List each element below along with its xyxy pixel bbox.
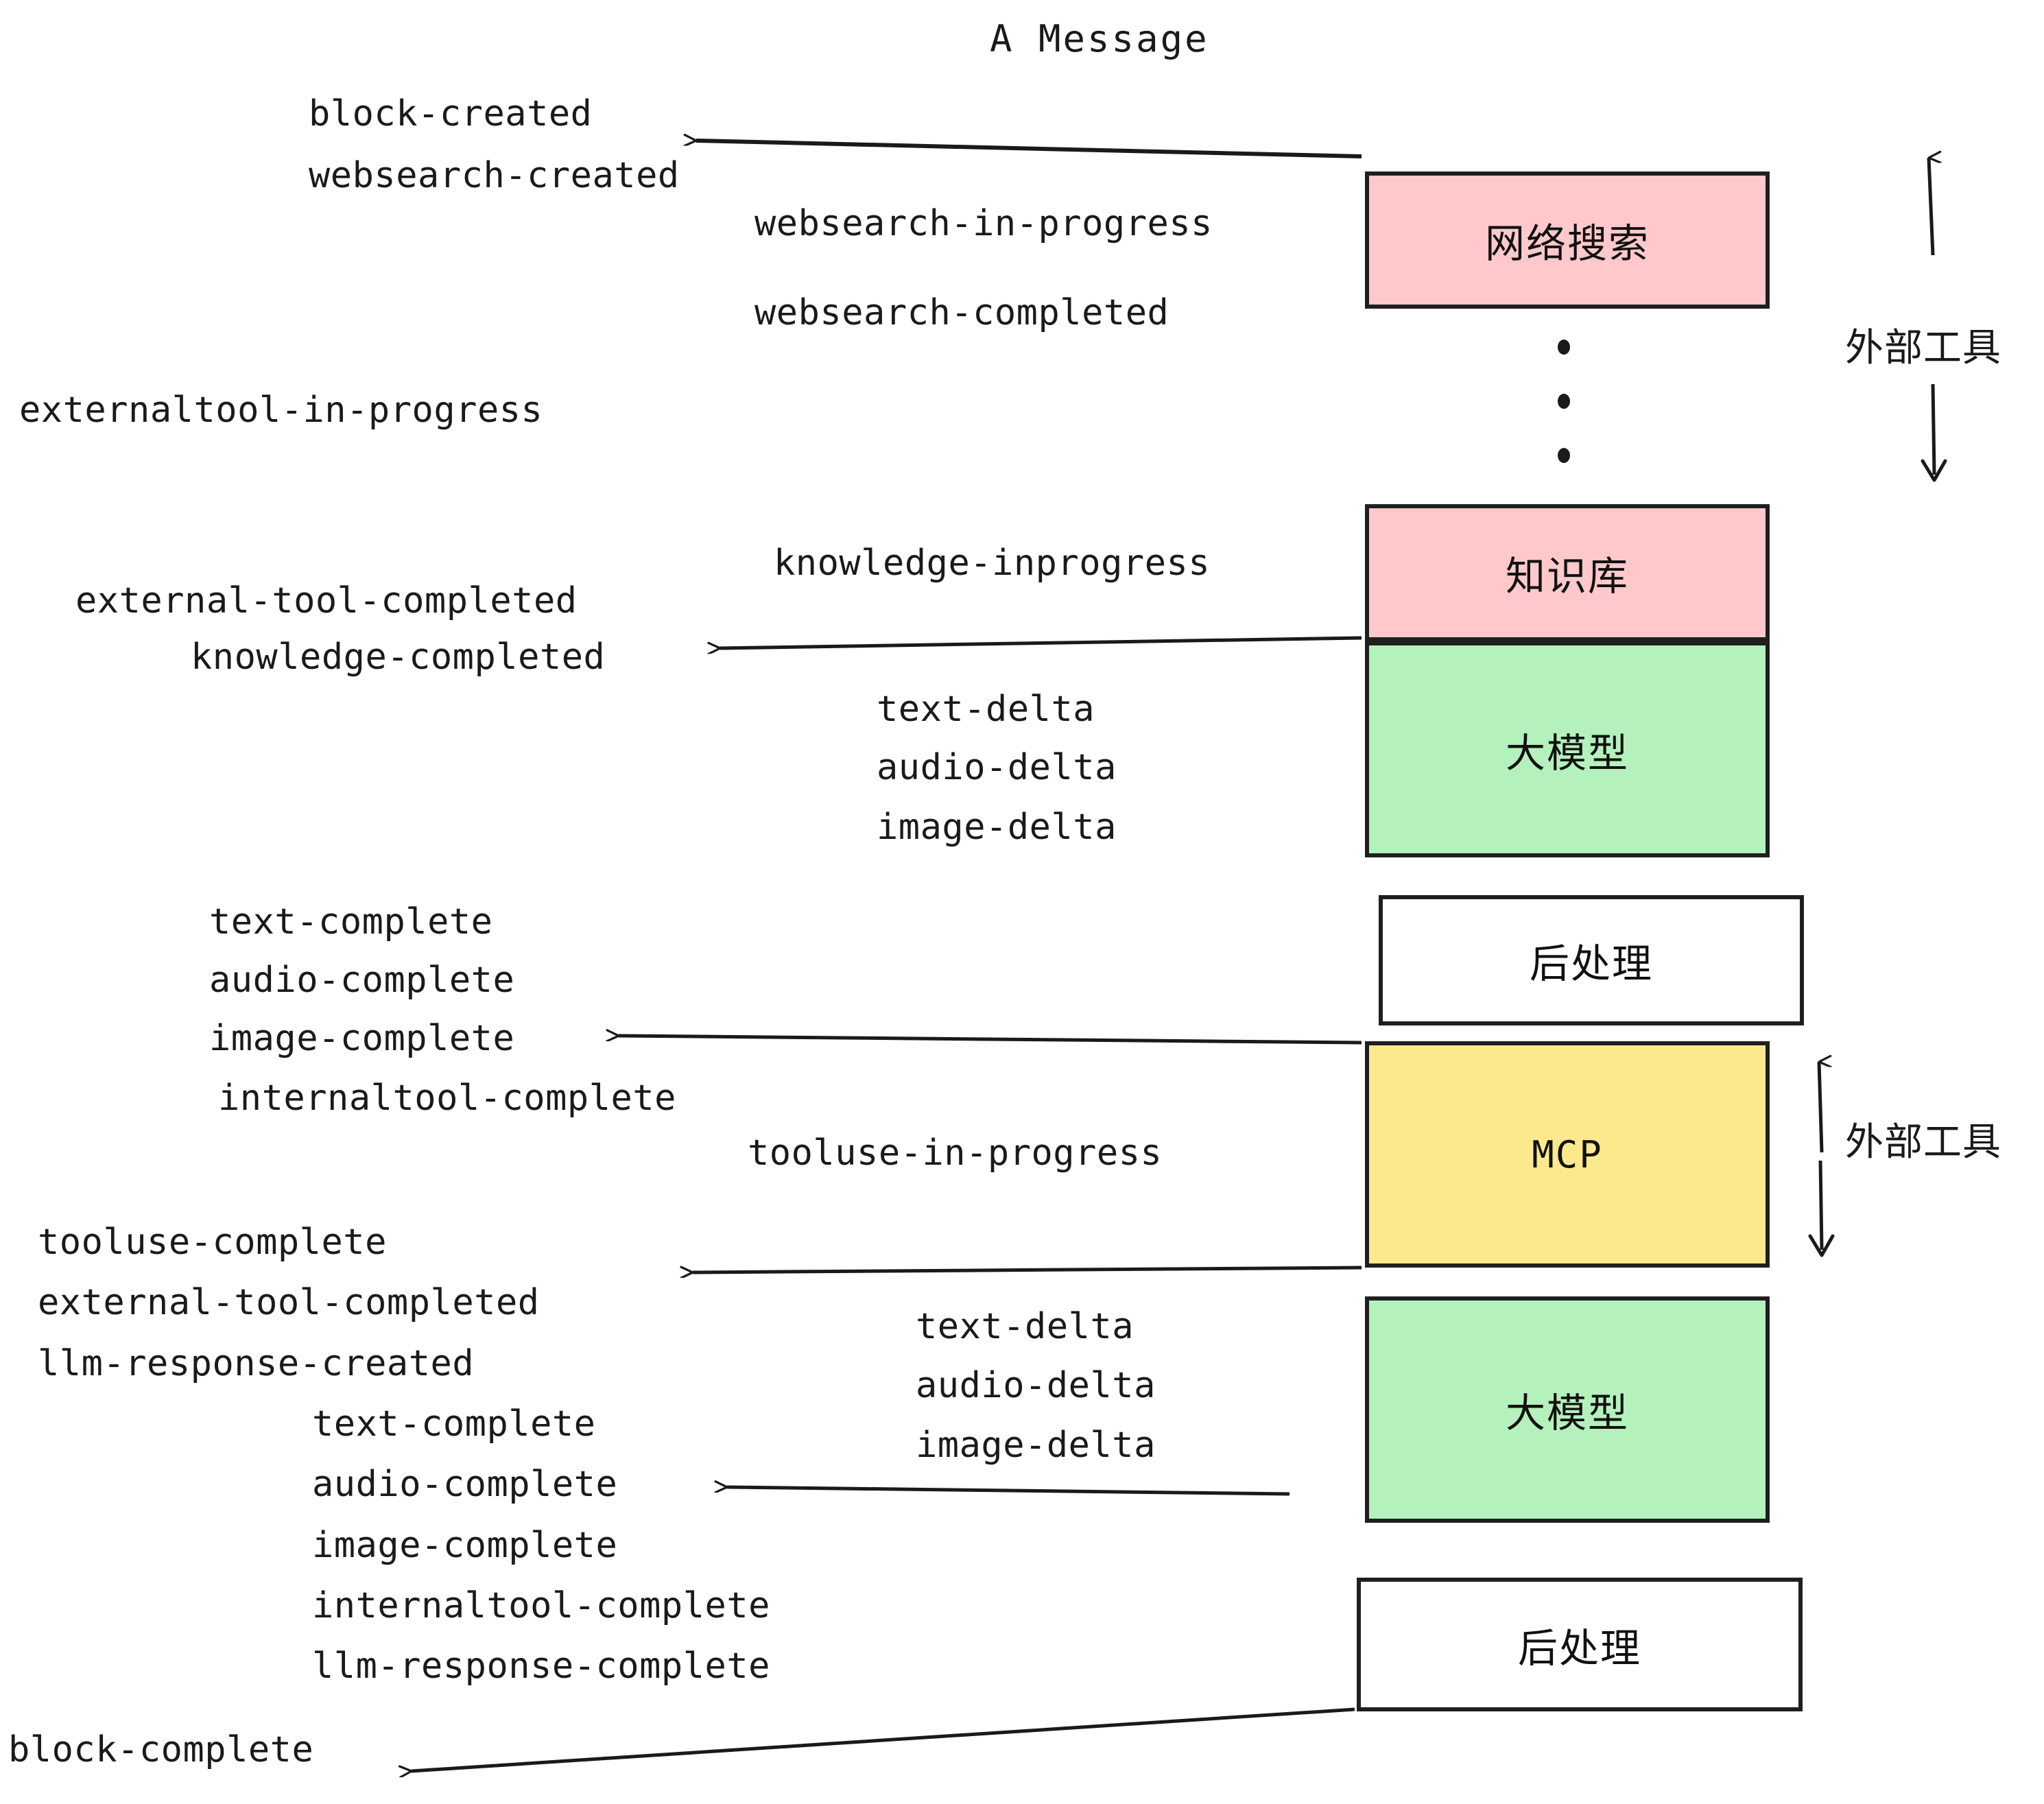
node-knowledge-label: 知识库 [1505, 553, 1629, 600]
event-block-created: block-created [309, 93, 593, 134]
event-websearch-created: websearch-created [309, 155, 680, 196]
external-tools-arrowhead-down-2 [1808, 1234, 1835, 1257]
event-knowledge-inprogress: knowledge-inprogress [774, 543, 1211, 584]
event-internaltool-complete-2: internaltool-complete [312, 1585, 770, 1626]
event-image-delta-2: image-delta [916, 1425, 1156, 1466]
node-post-processing-bottom-label: 后处理 [1517, 1624, 1641, 1672]
event-text-complete-1: text-complete [209, 901, 493, 942]
event-websearch-in-progress: websearch-in-progress [754, 203, 1213, 244]
event-websearch-completed: websearch-completed [754, 292, 1169, 333]
ellipsis-dot [1558, 394, 1570, 409]
event-audio-delta-1: audio-delta [877, 747, 1117, 788]
external-tools-arrow-up-1 [1927, 158, 1933, 256]
node-post-processing-bottom[interactable]: 后处理 [1357, 1578, 1803, 1711]
node-websearch-label: 网络搜索 [1484, 220, 1650, 267]
event-llm-response-complete: llm-response-complete [312, 1646, 770, 1687]
node-post-processing-top-label: 后处理 [1529, 940, 1653, 987]
event-knowledge-completed: knowledge-completed [191, 637, 606, 678]
event-text-delta-1: text-delta [877, 689, 1095, 730]
node-knowledge[interactable]: 知识库 [1365, 504, 1770, 641]
event-llm-response-created: llm-response-created [38, 1343, 475, 1384]
node-llm-top-label: 大模型 [1505, 729, 1629, 776]
event-external-tool-completed-2: external-tool-completed [38, 1282, 540, 1323]
arrow-mcp-to-tooluse-complete [693, 1266, 1362, 1272]
external-tools-arrow-down-2-path [1818, 1160, 1824, 1250]
node-llm-top[interactable]: 大模型 [1365, 641, 1770, 857]
event-text-complete-2: text-complete [312, 1403, 596, 1445]
arrow-post-to-block-complete [412, 1707, 1355, 1771]
ellipsis-dot [1558, 448, 1570, 463]
arrow-websearch-to-block [696, 141, 1362, 158]
ellipsis-dot [1558, 340, 1570, 355]
event-image-complete-1: image-complete [209, 1018, 515, 1059]
arrow-llm-bottom-to-audio-complete [727, 1487, 1290, 1496]
vertical-ellipsis [1557, 340, 1571, 463]
event-externaltool-in-progress: externaltool-in-progress [19, 390, 543, 431]
node-llm-bottom-label: 大模型 [1505, 1390, 1629, 1436]
external-tools-arrow-down-1-path [1931, 383, 1936, 475]
event-block-complete: block-complete [8, 1729, 314, 1770]
node-mcp[interactable]: MCP [1365, 1041, 1770, 1268]
event-text-delta-2: text-delta [916, 1306, 1134, 1347]
event-external-tool-completed-1: external-tool-completed [75, 580, 578, 621]
event-audio-delta-2: audio-delta [916, 1365, 1156, 1406]
side-label-external-tools-bottom: 外部工具 [1845, 1120, 2001, 1165]
node-websearch[interactable]: 网络搜索 [1365, 171, 1770, 309]
event-tooluse-complete: tooluse-complete [38, 1222, 387, 1263]
external-tools-arrowhead-down-1 [1921, 459, 1947, 482]
event-image-complete-2: image-complete [312, 1525, 618, 1566]
event-internaltool-complete-1: internaltool-complete [218, 1078, 676, 1119]
external-tools-arrow-up-2 [1817, 1062, 1822, 1153]
event-tooluse-in-progress: tooluse-in-progress [748, 1132, 1163, 1174]
diagram-title: A Message [990, 17, 1209, 60]
event-image-delta-1: image-delta [877, 807, 1117, 848]
node-post-processing-top[interactable]: 后处理 [1379, 895, 1804, 1025]
event-audio-complete-1: audio-complete [209, 960, 515, 1001]
node-llm-bottom[interactable]: 大模型 [1365, 1296, 1770, 1523]
node-mcp-label: MCP [1532, 1132, 1603, 1176]
arrow-knowledge-to-left [720, 636, 1362, 648]
arrow-llm-to-image-complete [619, 1036, 1362, 1045]
side-label-external-tools-top: 外部工具 [1845, 326, 2001, 370]
event-audio-complete-2: audio-complete [312, 1464, 618, 1505]
